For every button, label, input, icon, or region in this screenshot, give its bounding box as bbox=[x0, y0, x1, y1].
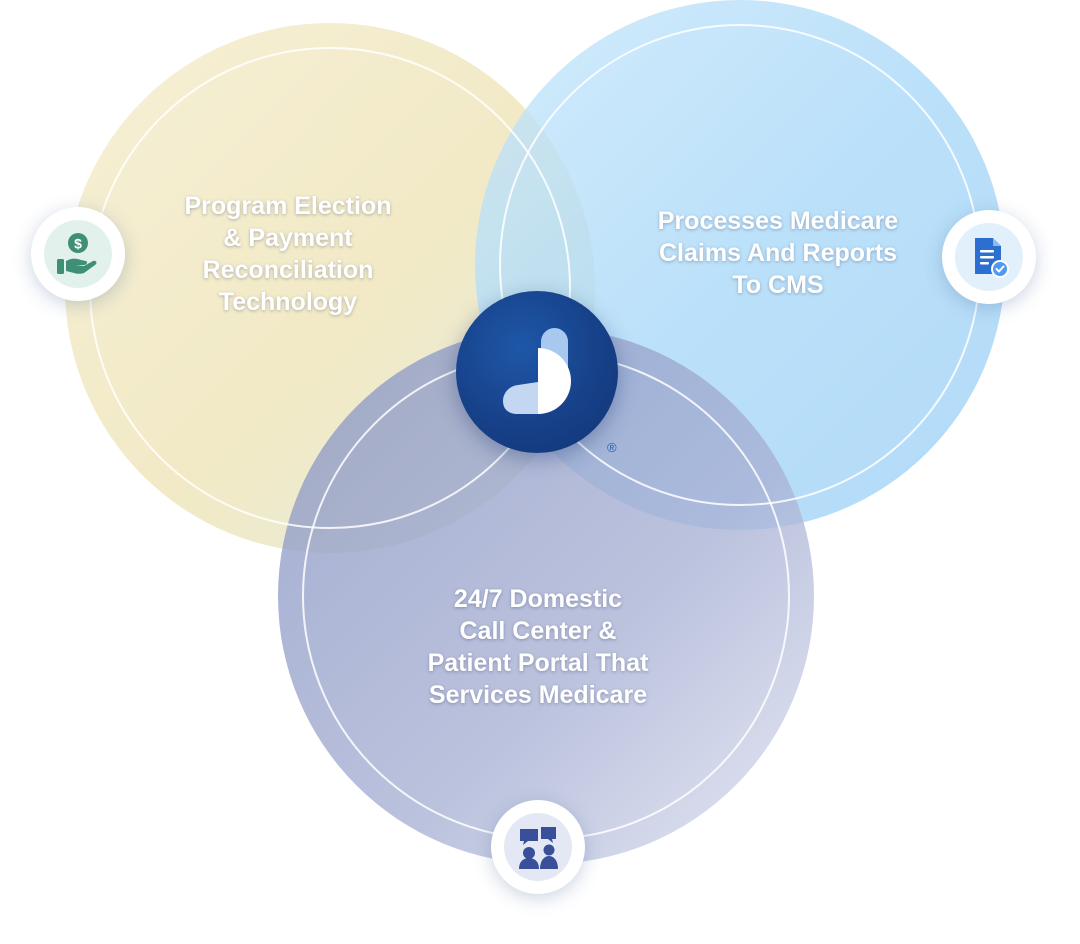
payment-label: Program Election & Payment Reconciliatio… bbox=[148, 190, 428, 318]
registered-mark: ® bbox=[607, 440, 617, 455]
call-center-label-line: Call Center & bbox=[459, 617, 617, 645]
brand-logo bbox=[456, 291, 618, 453]
call-center-label-line: 24/7 Domestic bbox=[453, 585, 623, 613]
claims-label: Processes Medicare Claims And Reports To… bbox=[628, 205, 928, 301]
hand-dollar-icon: $ bbox=[57, 233, 97, 274]
payment-label-line: Program Election bbox=[184, 192, 392, 220]
call-center-label: 24/7 Domestic Call Center & Patient Port… bbox=[388, 583, 688, 711]
payment-label-line: & Payment bbox=[223, 224, 353, 252]
call-center-badge bbox=[491, 800, 585, 894]
claims-label-line: Claims And Reports bbox=[658, 239, 897, 267]
call-center-label-line: Services Medicare bbox=[428, 681, 648, 709]
payment-label-line: Reconciliation bbox=[202, 256, 374, 284]
claims-badge bbox=[942, 210, 1036, 304]
brand-logo-mark bbox=[503, 328, 571, 414]
call-center-label-line: Patient Portal That bbox=[427, 649, 649, 677]
claims-label-line: Processes Medicare bbox=[657, 207, 899, 235]
document-check-icon bbox=[975, 238, 1009, 278]
circle-call-center bbox=[278, 328, 814, 864]
payment-badge: $ bbox=[31, 207, 125, 301]
payment-label-line: Technology bbox=[218, 288, 358, 316]
people-support-icon bbox=[519, 827, 558, 869]
claims-label-line: To CMS bbox=[732, 271, 824, 299]
svg-text:$: $ bbox=[74, 236, 82, 252]
